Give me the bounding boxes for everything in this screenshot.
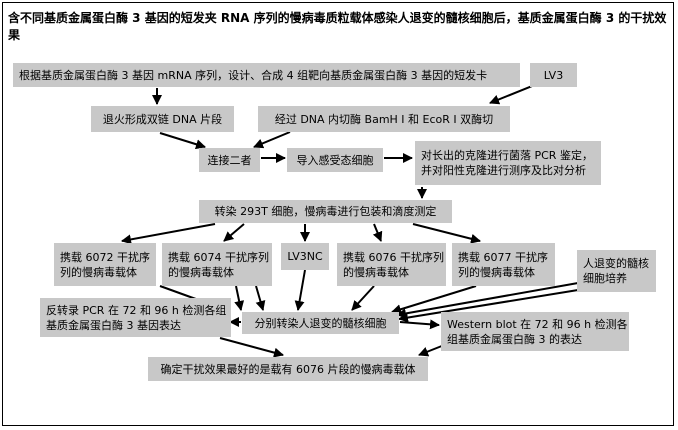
arrow-transfect-6076	[372, 223, 383, 242]
transform-box: 导入感受态细胞	[287, 148, 383, 172]
culture-box: 人退变的髓核细胞培养	[577, 250, 656, 292]
arrow-6074-infect-b	[255, 285, 266, 311]
ligate-box: 连接二者	[199, 148, 260, 172]
arrow-6074-infect-a	[234, 285, 245, 311]
arrow-lv3nc-infect	[294, 269, 306, 311]
identify-box: 对长出的克隆进行菌落 PCR 鉴定，并对阳性克隆进行测序及比对分析	[415, 141, 601, 185]
transfect-box: 转染 293T 细胞，慢病毒进行包装和滴度测定	[199, 200, 452, 223]
arrow-anneal-ligate	[159, 132, 206, 150]
arrow-culture-infect-a	[396, 282, 579, 319]
western-box: Western blot 在 72 和 96 h 检测各组基质金属蛋白酶 3 的…	[441, 312, 629, 351]
arrow-transfect-6077	[412, 223, 481, 244]
arrow-rtpcr-conclusion	[219, 337, 284, 358]
arrow-transfect-6072	[121, 223, 216, 245]
vector-6072-box: 携载 6072 干扰序列的慢病毒载体	[54, 243, 156, 286]
vector-6074-box: 携载 6074 干扰序列的慢病毒载体	[162, 243, 272, 286]
figure-frame	[2, 2, 674, 426]
arrow-infect-western	[399, 319, 440, 330]
digest-box: 经过 DNA 内切酶 BamH I 和 EcoR I 双酶切	[258, 106, 510, 132]
arrow-digest-ligate	[253, 131, 291, 149]
infect-box: 分别转染人退变的髓核细胞	[242, 312, 399, 334]
rtpcr-box: 反转录 PCR 在 72 和 96 h 检测各组基质金属蛋白酶 3 基因表达	[40, 298, 231, 337]
vector-6077-box: 携载 6077 干扰序列的慢病毒载体	[452, 243, 555, 286]
arrow-transfect-6074	[223, 223, 245, 242]
arrow-6077-infect	[391, 285, 477, 315]
figure-title: 含不同基质金属蛋白酶 3 基因的短发夹 RNA 序列的慢病毒质粒载体感染人退变的…	[8, 11, 667, 42]
vector-6076-box: 携载 6076 干扰序列的慢病毒载体	[337, 243, 446, 286]
lv3-box: LV3	[530, 63, 577, 87]
anneal-box: 退火形成双链 DNA 片段	[91, 106, 234, 132]
design-box: 根据基质金属蛋白酶 3 基因 mRNA 序列，设计、合成 4 组靶向基质金属蛋白…	[13, 63, 520, 87]
conclusion-box: 确定干扰效果最好的是载有 6076 片段的慢病毒载体	[148, 357, 428, 381]
lv3nc-box: LV3NC	[281, 243, 329, 270]
arrow-6076-infect	[351, 285, 375, 311]
arrow-culture-infect-b	[398, 289, 579, 323]
